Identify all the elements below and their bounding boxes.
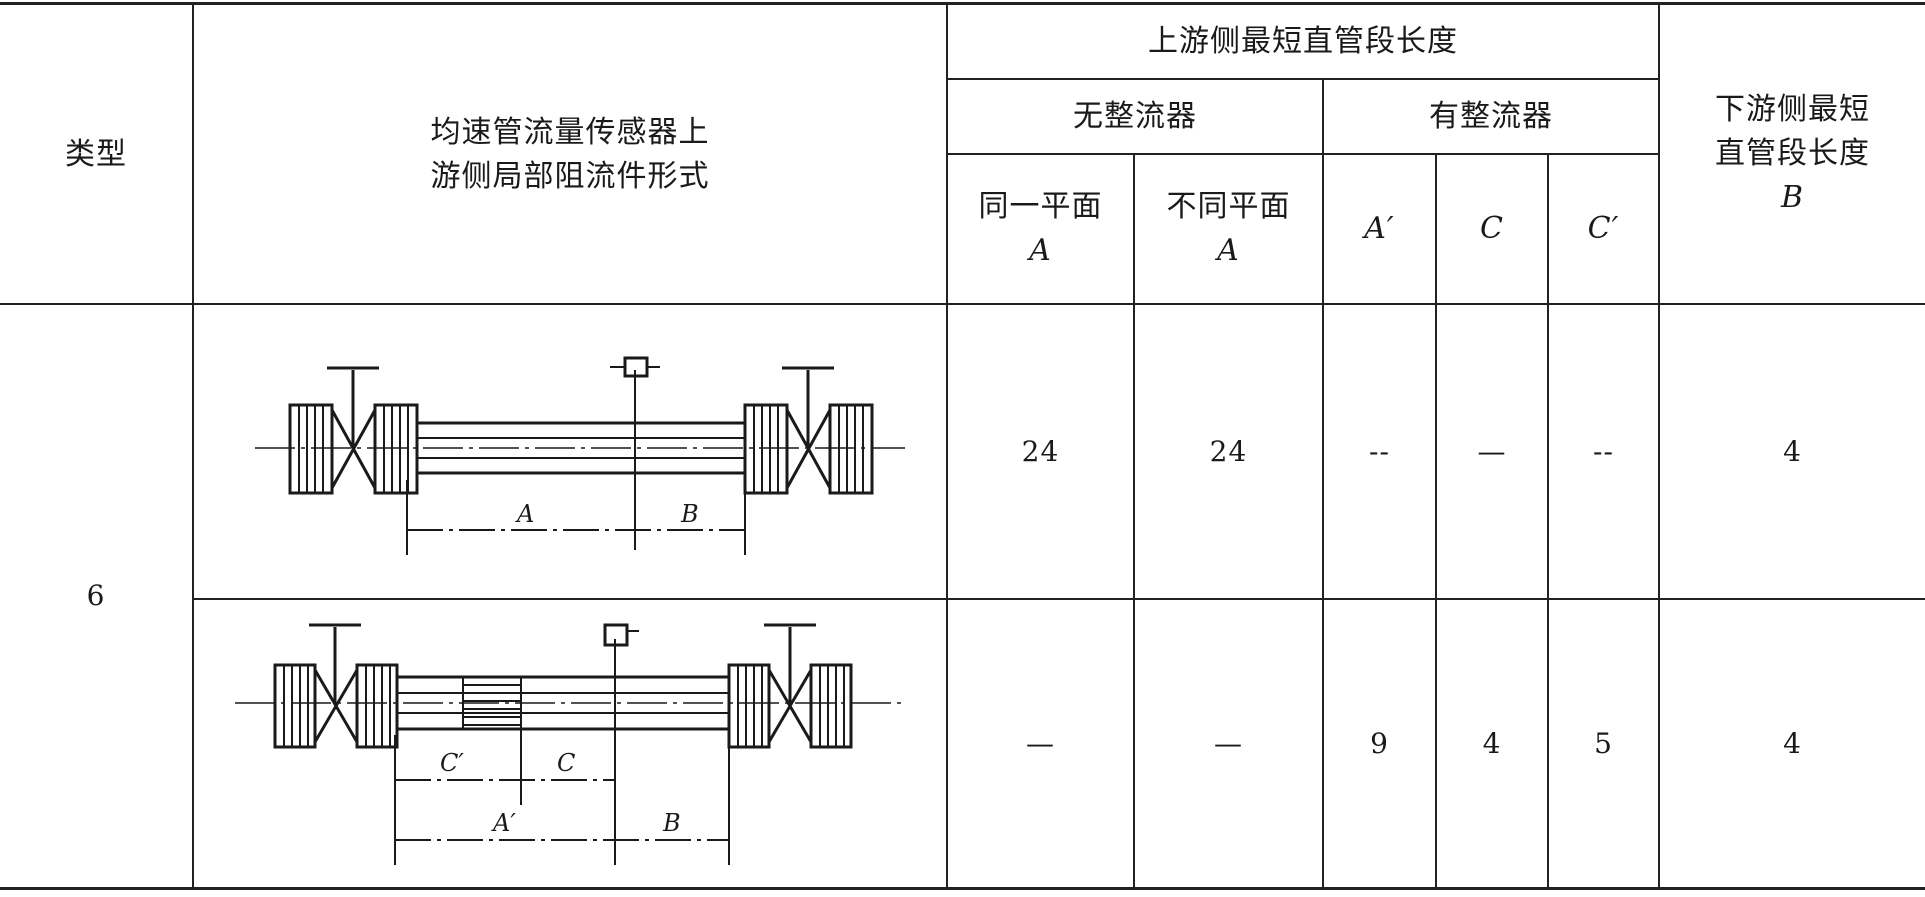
col-rule-1 <box>192 2 194 890</box>
row1-a-prime: -- <box>1324 305 1435 598</box>
row2-same-plane-a-value: — <box>1026 726 1055 760</box>
col-rule-2 <box>946 2 948 890</box>
fig2-label-c-prime: C′ <box>440 749 464 777</box>
pipe-diagram-two-valves: A B <box>255 356 905 555</box>
header-downstream-line1: 下游侧最短 <box>1715 92 1870 127</box>
row1-c-prime-value: -- <box>1593 434 1614 468</box>
row2-downstream-b: 4 <box>1660 600 1925 887</box>
rule-below-conditioner-headers <box>948 153 1658 155</box>
fig1-label-a: A <box>515 500 534 528</box>
header-bottom-rule <box>0 303 1925 305</box>
col-rule-4 <box>1322 78 1324 890</box>
header-same-plane-label: 同一平面 <box>978 189 1103 224</box>
fig1-label-b: B <box>680 500 699 528</box>
row1-same-plane-a-value: 24 <box>1021 434 1060 468</box>
header-no-conditioner: 无整流器 <box>948 80 1322 153</box>
rule-below-upstream-group <box>948 78 1658 80</box>
row1-diff-plane-a: 24 <box>1135 305 1322 598</box>
type-value: 6 <box>86 579 106 612</box>
header-downstream-symbol: B <box>1780 180 1805 215</box>
row2-downstream-b-value: 4 <box>1783 726 1802 760</box>
row2-diff-plane-a: — <box>1135 600 1322 887</box>
header-c: C <box>1437 155 1547 303</box>
row2-c-prime: 5 <box>1549 600 1658 887</box>
header-form-line1: 均速管流量传感器上 <box>430 115 710 150</box>
row2-same-plane-a: — <box>948 600 1133 887</box>
header-upstream-group: 上游侧最短直管段长度 <box>948 5 1658 78</box>
header-with-conditioner-label: 有整流器 <box>1429 98 1553 134</box>
header-form-line2: 游侧局部阻流件形式 <box>430 159 710 194</box>
row2-a-prime-value: 9 <box>1370 726 1389 760</box>
fig2-label-a-prime: A′ <box>491 809 516 837</box>
header-with-conditioner: 有整流器 <box>1324 80 1658 153</box>
header-c-prime: C′ <box>1549 155 1658 303</box>
header-same-plane: 同一平面 A <box>948 155 1133 303</box>
col-rule-7 <box>1658 2 1660 890</box>
header-same-plane-symbol: A <box>1029 233 1052 268</box>
row1-c-prime: -- <box>1549 305 1658 598</box>
header-downstream-line2: 直管段长度 <box>1715 136 1870 171</box>
row2-c: 4 <box>1437 600 1547 887</box>
row-divider <box>192 598 1925 600</box>
row1-a-prime-value: -- <box>1369 434 1390 468</box>
header-obstruction-form: 均速管流量传感器上 游侧局部阻流件形式 <box>194 5 946 305</box>
header-c-prime-label: C′ <box>1587 211 1620 246</box>
col-rule-3 <box>1133 153 1135 890</box>
row1-downstream-b-value: 4 <box>1783 434 1802 468</box>
header-diff-plane-label: 不同平面 <box>1166 189 1291 224</box>
row1-downstream-b: 4 <box>1660 305 1925 598</box>
row2-c-prime-value: 5 <box>1594 726 1613 760</box>
header-type: 类型 <box>0 5 192 305</box>
header-type-label: 类型 <box>65 137 127 172</box>
header-downstream: 下游侧最短 直管段长度 B <box>1660 5 1925 303</box>
col-rule-6 <box>1547 153 1549 890</box>
row2-a-prime: 9 <box>1324 600 1435 887</box>
row1-same-plane-a: 24 <box>948 305 1133 598</box>
table-bottom-rule <box>0 887 1925 890</box>
fig2-label-b: B <box>662 809 681 837</box>
col-rule-5 <box>1435 153 1437 890</box>
header-different-plane: 不同平面 A <box>1135 155 1322 303</box>
header-a-prime-label: A′ <box>1364 211 1395 246</box>
header-a-prime: A′ <box>1324 155 1435 303</box>
header-c-label: C <box>1480 211 1504 246</box>
pipe-diagram-with-flow-conditioner: C′ C A′ B <box>235 623 905 865</box>
row2-diff-plane-a-value: — <box>1214 726 1243 760</box>
row1-diff-plane-a-value: 24 <box>1209 434 1248 468</box>
row2-c-value: 4 <box>1482 726 1502 760</box>
header-no-conditioner-label: 无整流器 <box>1073 98 1197 134</box>
row1-c: — <box>1437 305 1547 598</box>
row1-c-value: — <box>1477 434 1507 468</box>
header-upstream-group-label: 上游侧最短直管段长度 <box>1148 23 1458 59</box>
fig2-label-c: C <box>557 749 575 777</box>
type-value-cell: 6 <box>0 305 192 887</box>
table-top-rule <box>0 2 1925 5</box>
header-diff-plane-symbol: A <box>1217 233 1240 268</box>
